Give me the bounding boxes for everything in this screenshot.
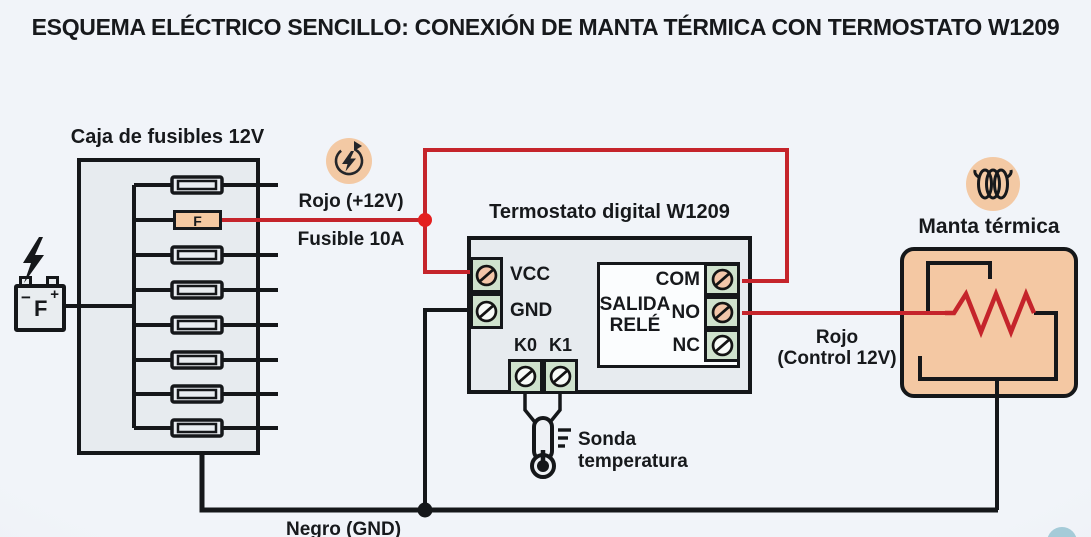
heating-coil-icon: [966, 157, 1020, 211]
com-label: COM: [655, 269, 700, 290]
screw-icon: [549, 365, 572, 388]
ground-junction-dot: [417, 502, 433, 518]
power-junction-dot: [418, 213, 432, 227]
watermark-circle: [1047, 527, 1077, 537]
highlighted-fuse-label: F: [193, 213, 202, 229]
screw-icon: [711, 268, 733, 291]
power-cycle-icon: [326, 138, 372, 184]
screw-icon: [514, 365, 537, 388]
page-title: ESQUEMA ELÉCTRICO SENCILLO: CONEXIÓN DE …: [31, 14, 1060, 40]
terminal-k0: [508, 359, 543, 394]
terminal-no: [704, 296, 740, 329]
relay-output-label-line2: RELÉ: [609, 315, 661, 336]
battery: − F +: [14, 284, 66, 332]
red-control-wire-label-line1: Rojo: [815, 327, 859, 348]
battery-plus-label: +: [50, 286, 59, 303]
gnd-label: GND: [510, 300, 553, 321]
screw-icon: [711, 334, 733, 357]
relay-output-label: SALIDA RELÉ: [597, 294, 673, 336]
highlighted-fuse: F: [173, 210, 222, 230]
terminal-com: [704, 263, 740, 296]
k0-label: K0: [513, 335, 537, 355]
screw-icon: [475, 300, 498, 322]
screw-icon: [711, 301, 733, 324]
screw-icon: [475, 264, 498, 286]
fuse-box-label: Caja de fusibles 12V: [70, 126, 265, 148]
vcc-label: VCC: [510, 264, 551, 285]
red-control-wire-label-line2: (Control 12V): [777, 348, 897, 369]
fuse-box: [77, 158, 260, 455]
no-label: NO: [671, 302, 701, 323]
sensor-label-line1: Sonda: [578, 429, 637, 450]
relay-output-label-line1: SALIDA: [599, 294, 671, 315]
thermometer-icon: [520, 412, 580, 482]
battery-label: F: [34, 296, 48, 321]
thermostat-title: Termostato digital W1209: [489, 201, 730, 223]
thermal-blanket-label: Manta térmica: [918, 215, 1060, 238]
terminal-k1: [543, 359, 578, 394]
red-positive-wire-label: Rojo (+12V): [298, 191, 404, 212]
nc-label: NC: [672, 335, 700, 356]
ground-wire-label: Negro (GND): [286, 519, 402, 537]
terminal-gnd: [470, 293, 503, 329]
terminal-nc: [704, 329, 740, 362]
sensor-label: Sonda temperatura: [578, 429, 688, 473]
thermal-blanket-box: [900, 247, 1078, 398]
terminal-vcc: [470, 257, 503, 293]
lightning-cycle-icon: [334, 141, 364, 176]
red-control-wire-label: Rojo (Control 12V): [762, 327, 912, 369]
battery-minus-label: −: [21, 288, 31, 307]
k1-label: K1: [548, 335, 572, 355]
fuse-rating-label: Fusible 10A: [297, 229, 405, 250]
sensor-label-line2: temperatura: [578, 451, 688, 472]
coil-icon: [973, 168, 1013, 200]
